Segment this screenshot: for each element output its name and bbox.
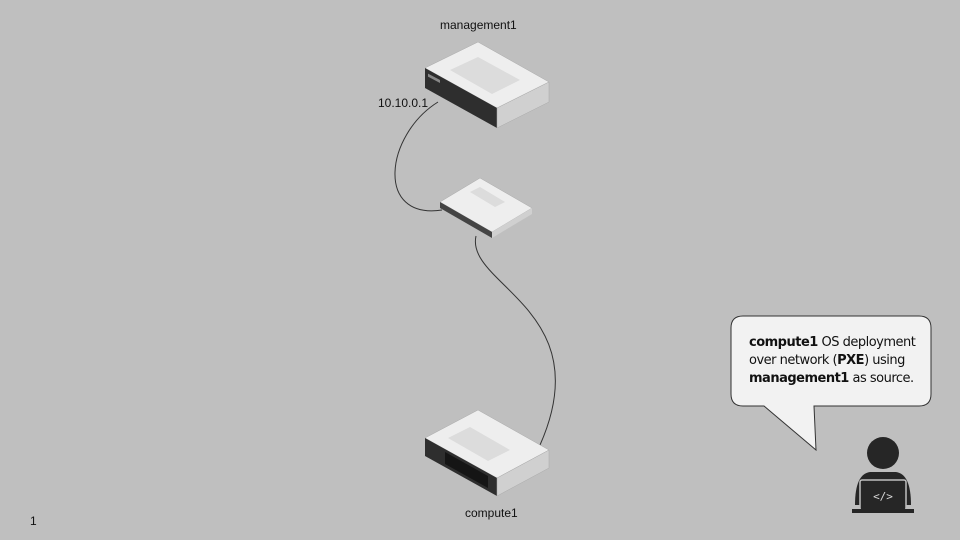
compute-server-label: compute1 xyxy=(465,506,518,520)
callout-text-part: as source. xyxy=(848,371,914,386)
cable-management-switch xyxy=(394,101,443,212)
network-switch-icon xyxy=(439,177,533,238)
management-ip-label: 10.10.0.1 xyxy=(378,96,429,110)
management-server-icon xyxy=(424,41,550,129)
management-server-label: management1 xyxy=(440,18,517,32)
svg-text:</>: </> xyxy=(873,490,893,503)
cable-switch-compute xyxy=(474,235,556,446)
callout-text: compute1 OS deployment over network (PXE… xyxy=(749,334,929,388)
callout-bold-compute: compute1 xyxy=(749,335,818,350)
callout-bold-management: management1 xyxy=(749,371,849,386)
developer-person-icon: </> xyxy=(852,437,914,513)
compute-server-icon xyxy=(424,409,550,497)
callout-text-part: ) using xyxy=(864,353,905,368)
callout-text-part: OS deployment over network ( xyxy=(749,335,916,368)
slide-number: 1 xyxy=(30,514,37,528)
callout-bold-pxe: PXE xyxy=(837,353,865,368)
callout-bubble xyxy=(730,315,932,452)
